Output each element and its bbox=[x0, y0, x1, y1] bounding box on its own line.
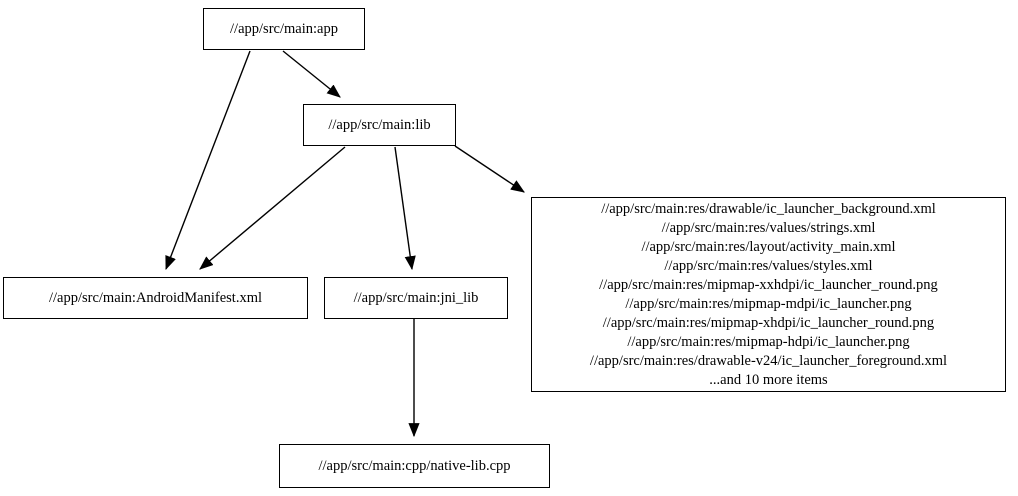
graph-node-jni_lib[interactable]: //app/src/main:jni_lib bbox=[324, 277, 508, 319]
graph-node-label: //app/src/main:cpp/native-lib.cpp bbox=[318, 457, 511, 474]
graph-node-label: //app/src/main:jni_lib bbox=[353, 289, 479, 306]
graph-edge-lib-to-manifest bbox=[199, 146, 346, 270]
graph-node-res_group[interactable]: //app/src/main:res/drawable/ic_launcher_… bbox=[531, 197, 1006, 392]
edges-group bbox=[165, 50, 525, 438]
graph-edge-lib-to-res-group bbox=[454, 145, 525, 193]
graph-node-app[interactable]: //app/src/main:app bbox=[203, 8, 365, 50]
graph-node-lib[interactable]: //app/src/main:lib bbox=[303, 104, 456, 146]
graph-node-label: //app/src/main:res/drawable/ic_launcher_… bbox=[589, 200, 948, 388]
graph-edge-app-to-lib bbox=[282, 50, 341, 98]
graph-node-label: //app/src/main:lib bbox=[328, 116, 431, 133]
graph-edge-lib-to-jni-lib bbox=[394, 146, 416, 271]
graph-node-label: //app/src/main:AndroidManifest.xml bbox=[48, 289, 263, 306]
graph-edge-app-to-manifest bbox=[165, 50, 251, 271]
graph-node-native_lib[interactable]: //app/src/main:cpp/native-lib.cpp bbox=[279, 444, 550, 488]
graph-node-label: //app/src/main:app bbox=[230, 20, 338, 37]
graph-node-manifest[interactable]: //app/src/main:AndroidManifest.xml bbox=[3, 277, 308, 319]
